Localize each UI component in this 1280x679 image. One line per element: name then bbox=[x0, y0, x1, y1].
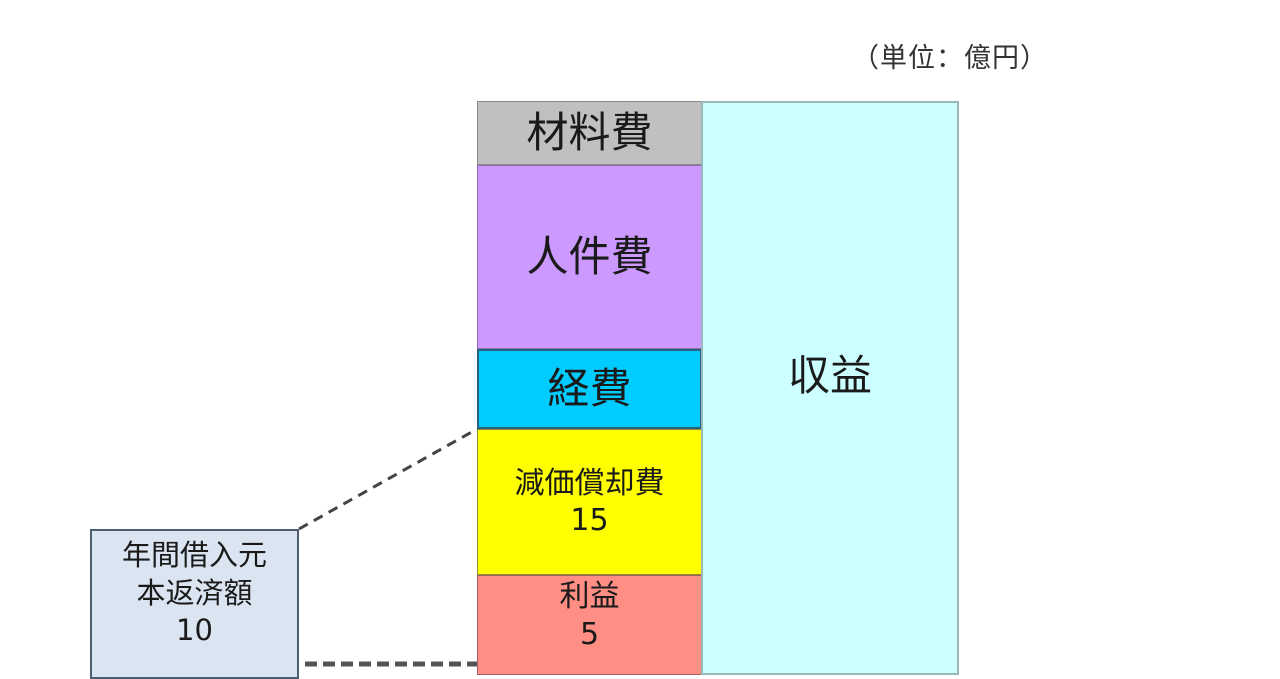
personnel-cost-label: 人件費 bbox=[526, 231, 653, 281]
depreciation-label: 減価償却費 bbox=[514, 465, 665, 501]
expense-label: 経費 bbox=[547, 363, 632, 413]
loan-value: 10 bbox=[176, 613, 213, 648]
expense-block: 経費 bbox=[477, 349, 702, 429]
depreciation-block: 減価償却費 15 bbox=[477, 429, 702, 575]
revenue-block: 収益 bbox=[701, 101, 959, 675]
loan-label-line1: 年間借入元 bbox=[121, 538, 267, 572]
revenue-label: 収益 bbox=[787, 351, 872, 400]
profit-label: 利益 bbox=[559, 579, 620, 614]
diagonal-dashed-connector bbox=[298, 427, 478, 531]
depreciation-value: 15 bbox=[570, 503, 609, 538]
loan-repayment-box: 年間借入元 本返済額 10 bbox=[90, 529, 299, 679]
profit-value: 5 bbox=[579, 616, 600, 652]
material-cost-block: 材料費 bbox=[477, 101, 702, 165]
loan-label-line2: 本返済額 bbox=[136, 575, 253, 610]
material-cost-label: 材料費 bbox=[526, 107, 653, 157]
unit-label: （単位：億円） bbox=[852, 43, 1048, 74]
